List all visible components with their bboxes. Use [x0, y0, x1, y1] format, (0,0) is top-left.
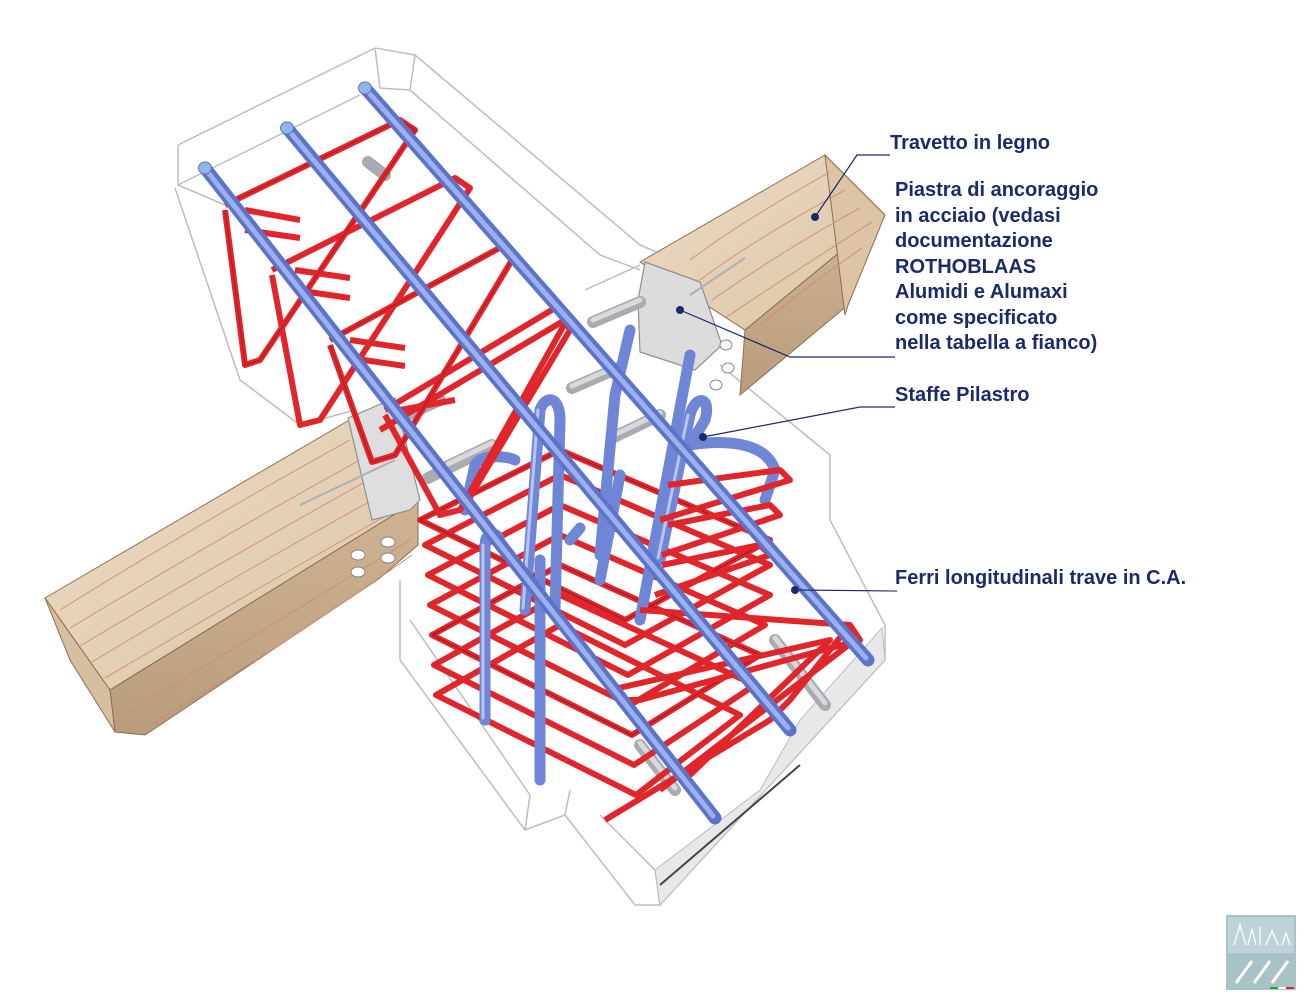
- label-piastra-di-ancoraggio: Piastra di ancoraggio in acciaio (vedasi…: [895, 179, 1099, 354]
- label-staffe-pilastro: Staffe Pilastro: [895, 384, 1030, 406]
- leader-lines: [679, 154, 898, 592]
- label-ferri-longitudinali: Ferri longitudinali trave in C.A.: [895, 567, 1187, 589]
- company-logo-icon: [1226, 915, 1296, 990]
- wood-joist-left: [44, 414, 419, 736]
- label-travetto-in-legno: Travetto in legno: [890, 132, 1051, 154]
- beam-end-face: [654, 626, 886, 907]
